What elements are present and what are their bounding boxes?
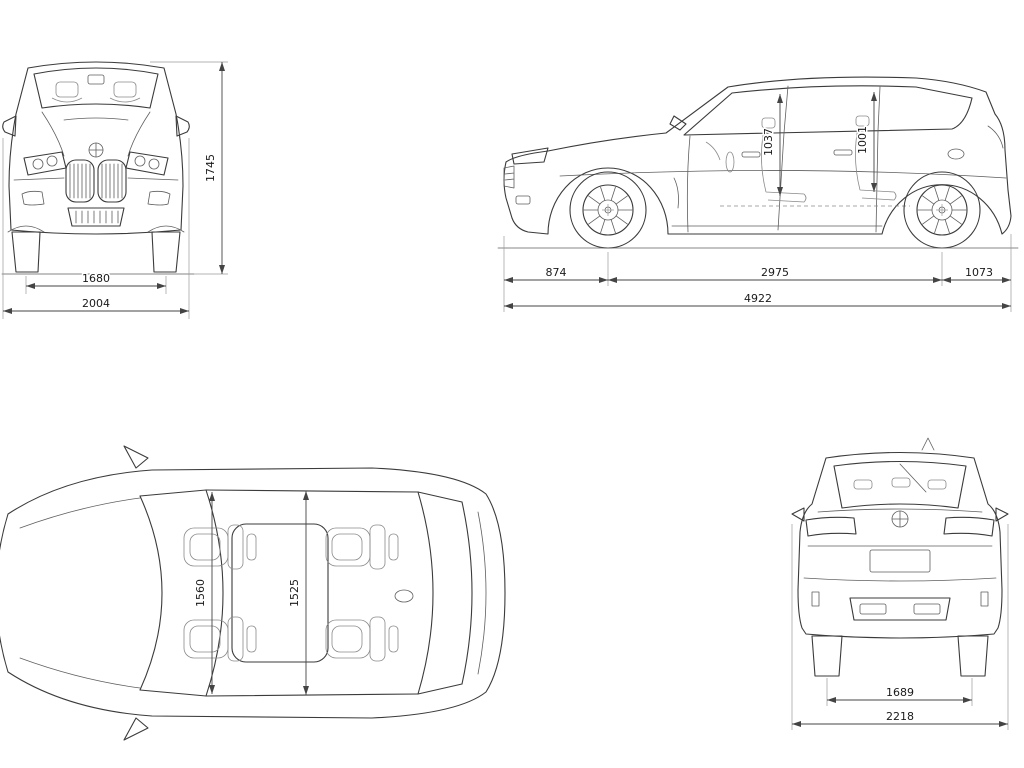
front-car-body <box>2 61 190 235</box>
rear-wiper <box>899 463 927 493</box>
left-taillight <box>805 516 857 537</box>
door-mirror <box>669 115 687 131</box>
front-door-handle <box>741 151 761 158</box>
top-view: 1560 1525 <box>0 445 506 741</box>
top-left-mirror <box>123 445 149 469</box>
left-mirror <box>2 115 17 137</box>
dim-headroom-front: 1037 <box>761 94 783 196</box>
dim-overall-width: 2004 <box>2 138 190 319</box>
sunroof <box>231 523 329 663</box>
antenna-fin <box>394 589 414 603</box>
left-exhaust <box>859 603 887 615</box>
steering-wheel <box>725 151 735 173</box>
front-view: 1745 1680 2004 <box>1 61 228 319</box>
rear-view: 1689 2218 <box>791 437 1009 730</box>
kidney-grille <box>65 159 127 203</box>
taillight <box>987 125 1004 149</box>
dim-label-width-front: 1560 <box>194 579 207 607</box>
dim-label-front-overhang: 874 <box>546 266 567 279</box>
antenna-fin <box>921 437 935 451</box>
rearview-mirror <box>87 74 105 85</box>
rear-window-front <box>417 491 434 695</box>
top-right-mirror <box>123 717 149 741</box>
side-interior <box>705 115 910 207</box>
rear-window-outer <box>461 501 473 685</box>
side-wheels <box>497 171 1019 249</box>
left-headlight <box>23 151 67 176</box>
license-plate <box>869 549 931 573</box>
bmw-roundel-icon <box>891 510 909 528</box>
right-headlight <box>125 151 169 176</box>
right-taillight <box>943 516 995 537</box>
dim-overall-height: 1745 <box>150 61 228 275</box>
dim-interior-width-front: 1560 <box>193 492 215 694</box>
dim-label-track: 1680 <box>82 272 110 285</box>
side-car-body <box>503 76 1012 235</box>
dim-rear-track: 1689 <box>826 678 973 706</box>
diffuser <box>849 597 951 621</box>
dim-rear-width: 2218 <box>791 524 1009 730</box>
dim-label-rear-track: 1689 <box>886 686 914 699</box>
front-wheels <box>1 231 195 275</box>
rear-window <box>833 460 967 509</box>
rear-car-body <box>791 437 1009 639</box>
dim-label-wheelbase: 2975 <box>761 266 789 279</box>
top-seats <box>183 524 399 662</box>
right-exhaust <box>913 603 941 615</box>
dim-interior-width-rear: 1525 <box>287 491 309 695</box>
rear-wheels <box>811 635 989 677</box>
headlight <box>511 147 549 165</box>
dim-label-headroom-rear: 1001 <box>856 126 869 154</box>
dim-front-track: 1680 <box>25 271 167 294</box>
fuel-cap <box>947 148 965 160</box>
dim-label-length: 4922 <box>744 292 772 305</box>
dim-label-width: 2004 <box>82 297 110 310</box>
dim-label-rear-overhang: 1073 <box>965 266 993 279</box>
rear-door-handle <box>833 149 853 156</box>
dim-label-height: 1745 <box>204 154 217 182</box>
bmw-roundel-icon <box>88 142 104 158</box>
dim-label-headroom-front: 1037 <box>762 128 775 156</box>
top-car-body <box>0 445 506 741</box>
dim-headroom-rear: 1001 <box>855 92 877 192</box>
side-glass <box>683 85 973 136</box>
dim-overall-length: 4922 <box>504 291 1011 309</box>
dim-label-width-rear: 1525 <box>288 579 301 607</box>
side-view: 1037 1001 874 2975 1073 4922 <box>497 76 1019 312</box>
right-mirror <box>175 115 190 137</box>
dim-row-overhangs: 874 2975 1073 <box>503 234 1012 312</box>
windshield-base <box>139 495 163 691</box>
dim-label-rear-width: 2218 <box>886 710 914 723</box>
windshield-top <box>205 489 224 697</box>
right-mirror <box>995 507 1009 522</box>
left-mirror <box>791 507 805 522</box>
